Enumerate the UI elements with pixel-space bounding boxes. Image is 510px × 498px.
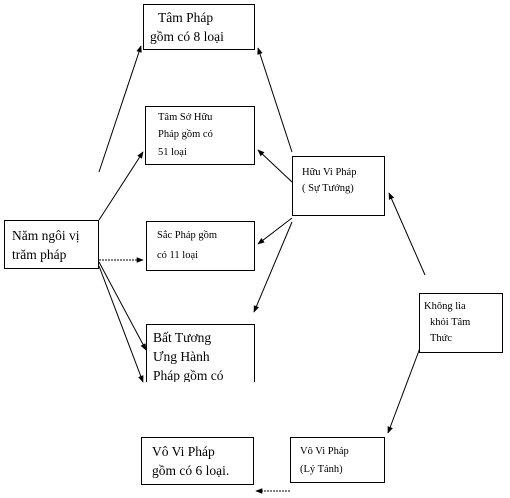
arrow-to-bat-tuong-ung-2	[98, 265, 144, 383]
node-vo-vi-ly-tanh-line-2: (Lý Tánh)	[300, 464, 343, 475]
node-khong-lia-line-2: khỏi Tâm	[430, 317, 471, 328]
arrow-huu-vi-to-tam-phap	[257, 47, 293, 153]
node-khong-lia: Không lìa khỏi Tâm Thức	[419, 293, 503, 353]
node-tam-so-huu-line-3: 51 loại	[158, 147, 187, 158]
arrow-to-bat-tuong-ung-1	[98, 261, 147, 351]
node-sac-phap: Sắc Pháp gồm có 11 loại	[146, 221, 255, 271]
node-sac-phap-line-2: có 11 loại	[157, 250, 199, 261]
node-bat-tuong-ung-line-2: Ưng Hành	[153, 349, 210, 364]
node-vo-vi-ly-tanh: Vô Vi Pháp (Lý Tánh)	[290, 437, 385, 483]
node-tam-so-huu-line-2: Pháp gồm có	[158, 129, 213, 140]
arrow-to-tam-so-huu	[98, 151, 144, 221]
node-vo-vi-phap-line-1: Vô Vi Pháp	[152, 444, 215, 459]
node-khong-lia-line-3: Thức	[430, 333, 453, 344]
node-khong-lia-line-1: Không lìa	[424, 301, 466, 312]
arrow-huu-vi-to-tam-so-huu	[257, 149, 293, 183]
node-tam-so-huu-line-1: Tâm Sở Hữu	[158, 112, 213, 123]
node-nam-ngoi-vi: Năm ngôi vị trăm pháp	[4, 220, 99, 269]
node-huu-vi-phap: Hữu Vi Pháp ( Sự Tướng)	[292, 156, 385, 216]
arrow-khong-lia-to-vo-vi	[387, 347, 421, 434]
node-vo-vi-ly-tanh-line-1: Vô Vi Pháp	[300, 446, 349, 457]
arrow-huu-vi-to-sac-phap	[257, 217, 293, 245]
node-tam-phap-line-2: gồm có 8 loại	[150, 29, 224, 44]
node-bat-tuong-ung-line-3: Pháp gồm có	[153, 368, 224, 382]
node-vo-vi-phap-line-2: gồm có 6 loại.	[152, 463, 230, 478]
node-nam-ngoi-vi-line-2: trăm pháp	[12, 247, 67, 262]
node-sac-phap-line-1: Sắc Pháp gồm	[157, 230, 218, 241]
arrow-khong-lia-to-huu-vi	[388, 192, 426, 276]
node-bat-tuong-ung-line-1: Bất Tương	[153, 330, 212, 345]
node-huu-vi-phap-line-1: Hữu Vi Pháp	[302, 167, 357, 178]
node-vo-vi-phap: Vô Vi Pháp gồm có 6 loại.	[141, 437, 254, 485]
node-bat-tuong-ung: Bất Tương Ưng Hành Pháp gồm có	[146, 324, 255, 382]
node-tam-phap-line-1: Tâm Pháp	[158, 10, 214, 25]
node-tam-phap: Tâm Pháp gồm có 8 loại	[143, 4, 255, 50]
arrow-huu-vi-to-bat-tuong-ung	[253, 221, 293, 313]
node-tam-so-huu: Tâm Sở Hữu Pháp gồm có 51 loại	[145, 106, 255, 165]
node-huu-vi-phap-line-2: ( Sự Tướng)	[302, 183, 354, 194]
node-nam-ngoi-vi-line-1: Năm ngôi vị	[12, 228, 80, 243]
arrow-to-tam-phap	[98, 45, 142, 173]
